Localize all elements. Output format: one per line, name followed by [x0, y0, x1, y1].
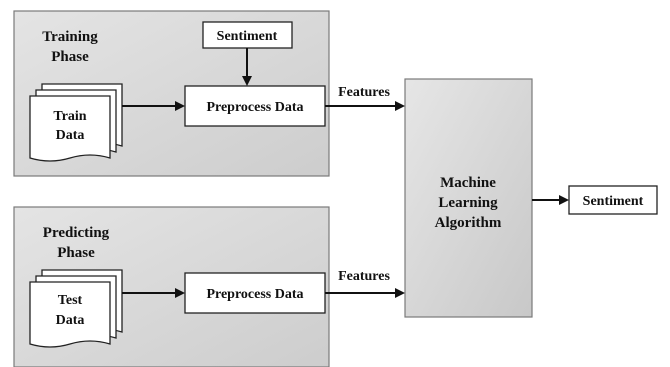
train-data-label-line1: Train: [53, 109, 86, 124]
preprocess-data-box-training: Preprocess Data: [184, 85, 326, 127]
test-data-document-stack: Test Data: [29, 269, 123, 348]
train-data-label-line2: Data: [56, 128, 85, 143]
ml-algorithm-label-line1: Machine: [440, 175, 496, 191]
predicting-phase-title-line1: Predicting: [43, 225, 110, 241]
predicting-phase-title-line2: Phase: [57, 245, 95, 261]
training-phase-title-line2: Phase: [51, 49, 89, 65]
sentiment-output-label: Sentiment: [583, 194, 644, 209]
ml-algorithm-label-line2: Learning: [438, 195, 498, 211]
preprocess-data-box-predicting: Preprocess Data: [184, 272, 326, 314]
sentiment-input-box: Sentiment: [202, 21, 293, 49]
sentiment-input-label: Sentiment: [217, 29, 278, 44]
training-phase-title-line1: Training: [42, 29, 98, 45]
ml-algorithm-box: Machine Learning Algorithm: [404, 78, 533, 318]
train-data-document-stack: Train Data: [29, 83, 123, 162]
features-label-top: Features: [338, 85, 390, 100]
test-data-label-line1: Test: [58, 293, 83, 308]
preprocess-data-label-predicting: Preprocess Data: [206, 287, 303, 302]
features-label-bottom: Features: [338, 269, 390, 284]
sentiment-output-box: Sentiment: [568, 185, 658, 215]
test-data-label-line2: Data: [56, 313, 85, 328]
preprocess-data-label-training: Preprocess Data: [206, 100, 303, 115]
ml-algorithm-label-line3: Algorithm: [435, 215, 502, 231]
